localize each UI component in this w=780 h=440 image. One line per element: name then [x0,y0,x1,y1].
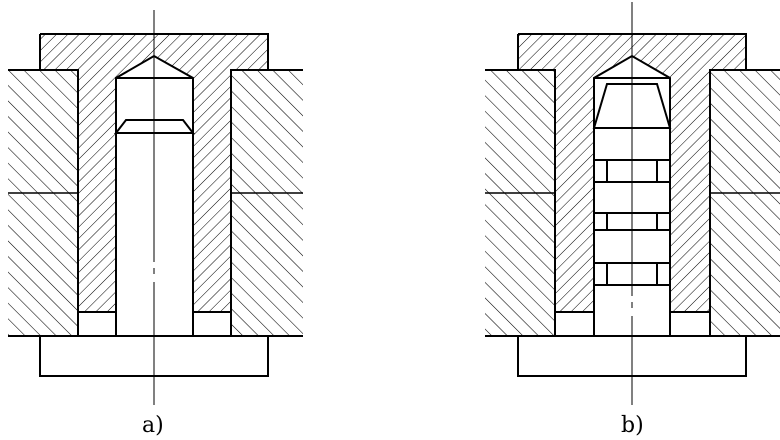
panel-a-drawing [8,10,303,405]
panel-a-caption: a) [142,413,164,438]
left-die-block [485,69,556,337]
panel-b-drawing [485,2,780,405]
panel-b-caption: b) [621,413,644,438]
lower-spacers [554,311,711,337]
right-die-block [709,69,780,337]
right-die-block [230,69,303,337]
left-die-block [8,69,79,337]
lower-spacers [77,311,232,337]
